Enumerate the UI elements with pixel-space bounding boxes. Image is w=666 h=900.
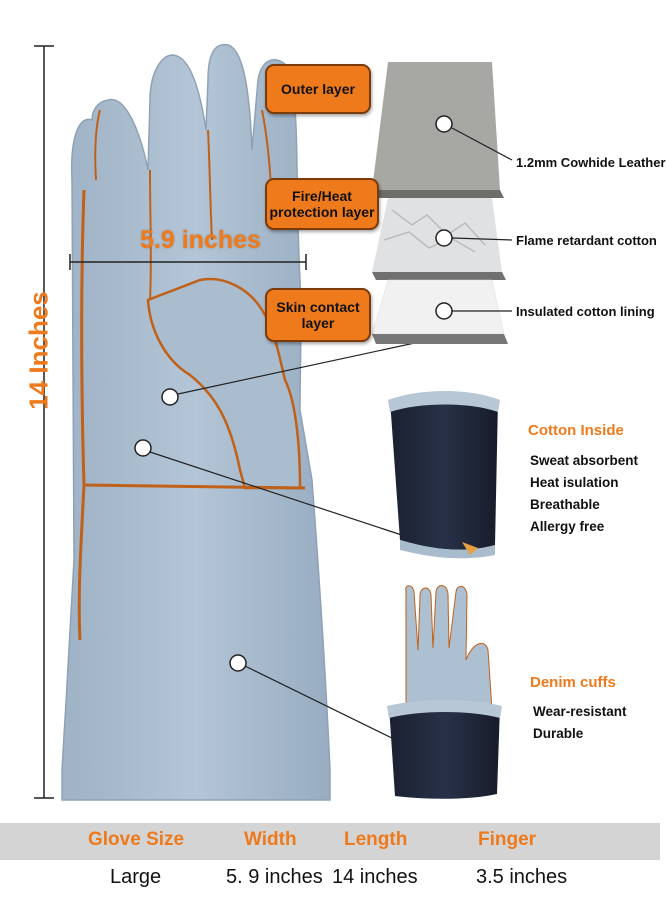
layer-label-outer: Outer layer	[265, 64, 371, 114]
feature-item: Allergy free	[530, 519, 605, 534]
spec-value-length: 14 inches	[332, 866, 418, 888]
feature-item: Sweat absorbent	[530, 453, 639, 468]
length-dimension-label: 14 Inches	[23, 291, 54, 410]
callout-cowhide-leather: 1.2mm Cowhide Leather	[516, 155, 666, 170]
cotton-inside-title: Cotton Inside	[528, 422, 624, 439]
layer-label-fire-heat: Fire/Heat protection layer	[265, 178, 379, 230]
spec-table-row	[0, 860, 660, 900]
cuff-illustration	[388, 391, 500, 559]
feature-item: Breathable	[530, 497, 600, 512]
callout-insulated-lining: Insulated cotton lining	[516, 304, 655, 319]
spec-header-width: Width	[244, 829, 297, 850]
feature-item: Wear-resistant	[533, 704, 627, 719]
layer-label-skin-contact: Skin contact layer	[265, 288, 371, 342]
width-dimension-label: 5.9 inches	[140, 226, 261, 254]
spec-header-length: Length	[344, 829, 408, 850]
spec-value-width: 5. 9 inches	[226, 866, 323, 888]
denim-cuffs-title: Denim cuffs	[530, 674, 616, 691]
feature-item: Durable	[533, 726, 584, 741]
callout-flame-retardant: Flame retardant cotton	[516, 233, 657, 248]
spec-header-glove-size: Glove Size	[88, 829, 185, 850]
cotton-inside-features: Sweat absorbent Heat isulation Breathabl…	[530, 450, 638, 538]
denim-cuffs-features: Wear-resistant Durable	[533, 701, 627, 745]
feature-item: Heat isulation	[530, 475, 619, 490]
small-glove-illustration	[387, 585, 502, 799]
spec-value-finger: 3.5 inches	[476, 866, 568, 888]
spec-value-glove-size: Large	[110, 866, 162, 888]
spec-header-finger: Finger	[478, 829, 537, 850]
spec-table-header	[0, 823, 660, 860]
